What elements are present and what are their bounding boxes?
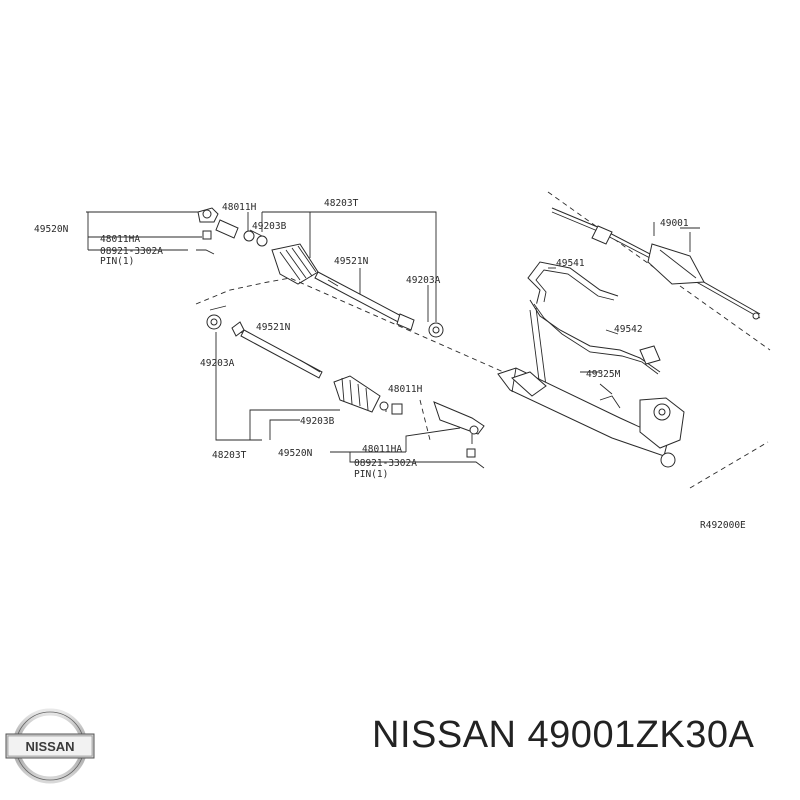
lower-label-group: 49521N 49203A 48011H 49203B 48203T 49520… (200, 322, 423, 480)
right-label-group: 49001 49541 49542 49325M (556, 218, 689, 380)
label-pin-lower: PIN(1) (354, 469, 388, 480)
upper-clamp (428, 322, 444, 338)
label-49203a-lower: 49203A (200, 358, 235, 369)
label-49520n-upper: 49520N (34, 224, 69, 235)
label-49203a-upper: 49203A (406, 275, 441, 286)
label-49542: 49542 (614, 324, 643, 335)
reference-code: R492000E (700, 520, 746, 531)
label-48011ha-lower: 48011HA (362, 444, 402, 455)
upper-tie-rod-end (196, 207, 219, 255)
label-49203b-upper: 49203B (252, 221, 287, 232)
label-48203t-upper: 48203T (324, 198, 359, 209)
label-48011h-upper: 48011H (222, 202, 257, 213)
nissan-logo: NISSAN (4, 700, 96, 792)
lower-tie-rod-end (391, 401, 485, 469)
right-callout-lines (548, 222, 655, 373)
nissan-logo-icon: NISSAN (5, 708, 95, 784)
label-48011h-lower: 48011H (388, 384, 423, 395)
lower-dash-line (419, 399, 431, 441)
label-49325m: 49325M (586, 369, 621, 380)
assembly-dash-line (195, 277, 509, 375)
upper-label-group: 48203T 48011H 49203B 49520N 48011HA 0892… (34, 198, 441, 286)
label-49203b-lower: 49203B (300, 416, 335, 427)
rack-housing (497, 367, 685, 468)
label-49521n-upper: 49521N (334, 256, 369, 267)
lower-clamp (206, 305, 227, 330)
logo-text: NISSAN (25, 739, 74, 754)
label-pin-upper: PIN(1) (100, 256, 134, 267)
upper-inner-tie-rod (314, 271, 415, 331)
label-49520n-lower: 49520N (278, 448, 313, 459)
part-number-caption: NISSAN 49001ZK30A (372, 714, 755, 756)
label-48011ha-upper: 48011HA (100, 234, 140, 245)
lower-boot (333, 375, 389, 413)
label-49521n-lower: 49521N (256, 322, 291, 333)
pipes (527, 261, 661, 389)
rack-inset (551, 207, 761, 320)
lower-inner-tie-rod (231, 321, 323, 379)
upper-boot (271, 243, 319, 285)
label-08921-upper: 08921-3302A (100, 246, 163, 257)
upper-lock-nut (215, 219, 268, 247)
upper-callout-lines (86, 211, 437, 322)
label-49001: 49001 (660, 218, 689, 229)
label-49541: 49541 (556, 258, 585, 269)
label-08921-lower: 08921-3302A (354, 458, 417, 469)
label-48203t-lower: 48203T (212, 450, 247, 461)
lower-callout-lines (215, 329, 466, 463)
